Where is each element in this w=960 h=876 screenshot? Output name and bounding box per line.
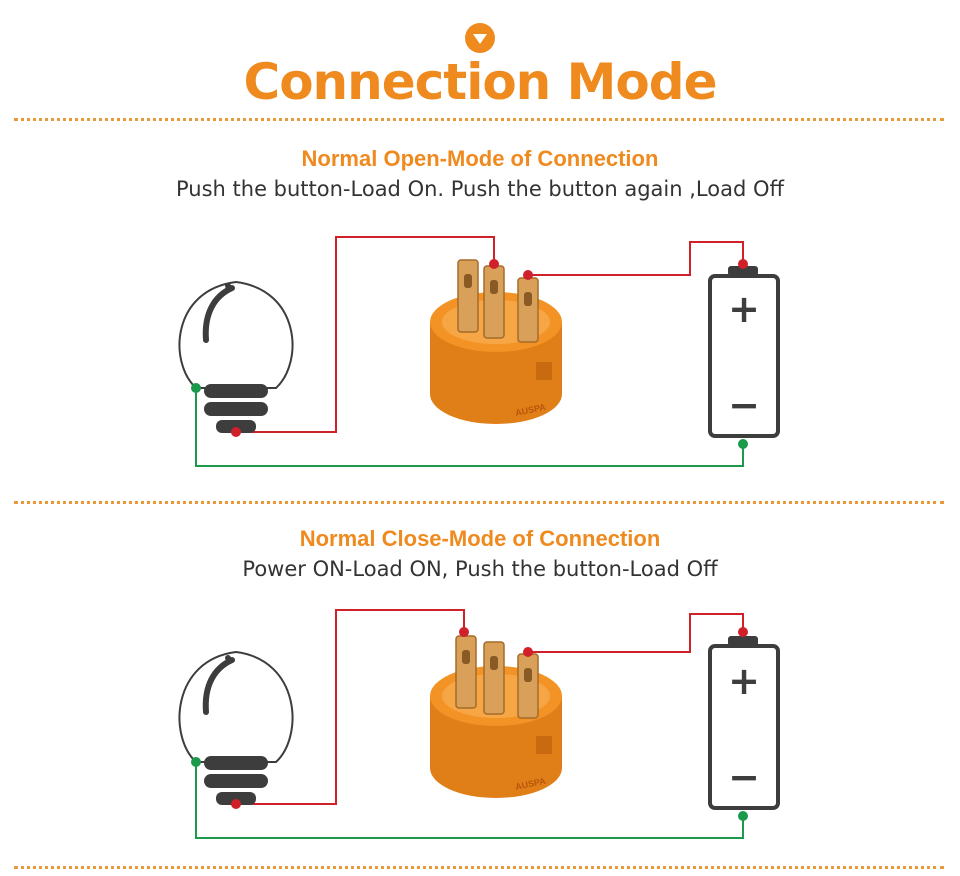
green-wire-bulb-to-battery — [195, 388, 744, 467]
terminal-dot-switch-side — [523, 647, 533, 657]
red-wire-switch-to-battery — [528, 241, 744, 276]
green-wire-bulb-to-battery — [195, 762, 744, 839]
terminal-dot-battery-positive — [738, 627, 748, 637]
battery-positive-symbol: + — [728, 287, 760, 331]
normal-open-diagram: AUSPA + − — [178, 236, 780, 467]
battery-negative-symbol: − — [728, 755, 760, 799]
light-bulb-icon — [178, 280, 294, 433]
battery-negative-symbol: − — [728, 383, 760, 427]
terminal-dot-switch-top — [489, 259, 499, 269]
section-description-normal-open: Push the button-Load On. Push the button… — [176, 177, 784, 201]
divider-top — [14, 118, 944, 121]
terminal-dot-battery-positive — [738, 259, 748, 269]
push-button-switch-icon: AUSPA — [430, 635, 562, 798]
battery-icon: + − — [708, 636, 780, 810]
section-title-normal-open: Normal Open-Mode of Connection — [301, 146, 659, 171]
red-wire-bulb-to-switch — [236, 609, 465, 805]
normal-close-diagram: AUSPA + − — [178, 609, 780, 839]
light-bulb-icon — [178, 650, 294, 805]
terminal-dot-bulb-side — [191, 383, 201, 393]
terminal-dot-switch-top — [459, 627, 469, 637]
page-title: Connection Mode — [243, 53, 718, 111]
terminal-dot-bulb-side — [191, 757, 201, 767]
push-button-switch-icon: AUSPA — [430, 259, 562, 424]
red-wire-bulb-to-switch — [236, 236, 495, 433]
terminal-dot-bulb-bottom — [231, 799, 241, 809]
terminal-dot-battery-negative — [738, 439, 748, 449]
section-description-normal-close: Power ON-Load ON, Push the button-Load O… — [242, 557, 718, 581]
terminal-dot-switch-side — [523, 270, 533, 280]
red-wire-switch-to-battery — [528, 613, 744, 653]
battery-icon: + − — [708, 266, 780, 438]
section-title-normal-close: Normal Close-Mode of Connection — [299, 526, 661, 551]
terminal-dot-battery-negative — [738, 811, 748, 821]
terminal-dot-bulb-bottom — [231, 427, 241, 437]
chevron-down-circle-icon — [465, 23, 495, 53]
battery-positive-symbol: + — [728, 659, 760, 703]
divider-bottom — [14, 866, 944, 869]
divider-middle — [14, 501, 944, 504]
